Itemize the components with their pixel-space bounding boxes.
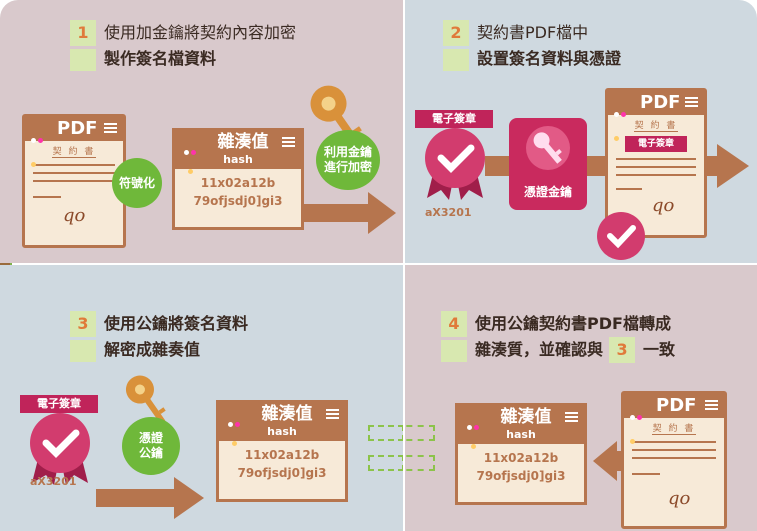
e-seal-label: 電子簽章 <box>20 395 98 413</box>
menu-icon <box>705 400 718 412</box>
pdf-document: PDF 契 約 書 qo <box>22 114 126 248</box>
menu-icon <box>565 412 578 424</box>
hash-title: 雜湊值 <box>217 132 269 152</box>
account-id: aX3201 <box>30 475 77 488</box>
certificate-key-box: 憑證金鑰 <box>509 118 587 210</box>
hash-sub: hash <box>223 153 253 166</box>
menu-icon <box>282 137 295 149</box>
hash-value-1: 11x02a12b <box>200 176 276 190</box>
step-4-line2a: 雜湊質，並確認與 <box>475 340 604 359</box>
window-dots-icon <box>464 415 484 449</box>
seal-badge-icon <box>30 413 90 485</box>
step-1-line1: 使用加金鑰將契約內容加密 <box>104 23 297 42</box>
step-2-title: 2 契約書PDF檔中 設置簽名資料與憑證 <box>443 20 621 72</box>
step-1-pad <box>70 48 96 71</box>
step-2-line1: 契約書PDF檔中 <box>477 23 589 42</box>
hash-title: 雜湊值 <box>261 404 313 424</box>
seal-badge-icon <box>425 128 485 200</box>
window-dots-icon <box>225 412 245 446</box>
step-4-ref-number: 3 <box>609 337 636 363</box>
step-3-pad <box>70 339 96 362</box>
account-id: aX3201 <box>425 206 472 219</box>
step-4-pad <box>441 339 467 362</box>
step-1-panel: 1 使用加金鑰將契約內容加密 製作簽名檔資料 PDF 契 約 書 qo 符號化 雜… <box>0 0 403 263</box>
equality-bar-top <box>368 425 403 441</box>
golden-key-icon <box>125 375 166 425</box>
hash-value-2: 79ofjsdj0]gi3 <box>476 469 566 483</box>
pdf-subtitle: 契 約 書 <box>634 118 678 132</box>
hash-value-2: 79ofjsdj0]gi3 <box>193 194 283 208</box>
step-1-number: 1 <box>70 20 96 46</box>
signed-pdf-document: PDF 契 約 書 電子簽章 qo <box>605 88 707 238</box>
e-seal-label: 電子簽章 <box>415 110 493 128</box>
menu-icon <box>685 97 698 109</box>
step-3-line1: 使用公鑰將簽名資料 <box>104 314 249 333</box>
step-2-number: 2 <box>443 20 469 46</box>
hash-value-1: 11x02a12b <box>483 451 559 465</box>
equality-bar-top-right <box>405 425 435 441</box>
signature-mark: qo <box>652 195 675 216</box>
q1-arrow <box>300 192 396 234</box>
encrypt-bubble: 利用金鑰 進行加密 <box>316 130 380 190</box>
equality-bar-bottom-right <box>405 455 435 471</box>
pdf-document: PDF 契 約 書 qo <box>621 391 727 529</box>
pdf-title: PDF <box>640 92 681 113</box>
menu-icon <box>104 123 117 135</box>
step-2-line2: 設置簽名資料與憑證 <box>477 49 622 68</box>
step-3-line2: 解密成雜奏值 <box>104 340 201 359</box>
pdf-subtitle: 契 約 書 <box>52 144 96 158</box>
step-2-panel: 2 契約書PDF檔中 設置簽名資料與憑證 電子簽章 aX3201 憑證金鑰 PDF… <box>405 0 757 263</box>
window-dots-icon <box>31 126 51 167</box>
step-4-number: 4 <box>441 311 467 337</box>
pdf-title: PDF <box>656 395 697 416</box>
hash-value-1: 11x02a12b <box>244 448 320 462</box>
signature-mark: qo <box>668 488 691 509</box>
public-key-bubble: 憑證 公鑰 <box>122 417 180 475</box>
window-dots-icon <box>630 403 650 444</box>
step-4-line1: 使用公鑰契約書PDF檔轉成 <box>475 314 671 333</box>
hash-sub: hash <box>506 428 536 441</box>
step-1-line2: 製作簽名檔資料 <box>104 49 217 68</box>
step-1-title: 1 使用加金鑰將契約內容加密 製作簽名檔資料 <box>70 20 296 72</box>
step-4-line2b: 一致 <box>643 340 676 359</box>
equality-bar-bottom <box>368 455 403 471</box>
step-3-number: 3 <box>70 311 96 337</box>
pdf-title: PDF <box>57 118 98 139</box>
seal-badge-small-icon <box>597 212 645 260</box>
step-4-title: 4 使用公鑰契約書PDF檔轉成 雜湊質，並確認與 3 一致 <box>441 311 675 363</box>
hash-value-2: 79ofjsdj0]gi3 <box>237 466 327 480</box>
step-2-pad <box>443 48 469 71</box>
e-seal-tag: 電子簽章 <box>625 136 687 152</box>
signature-mark: qo <box>63 205 86 226</box>
hash-title: 雜湊值 <box>500 407 552 427</box>
q3-arrow <box>96 477 204 519</box>
certificate-key-label: 憑證金鑰 <box>523 185 572 199</box>
pdf-subtitle: 契 約 書 <box>652 421 696 435</box>
window-dots-icon <box>614 100 634 141</box>
menu-icon <box>326 409 339 421</box>
step-3-title: 3 使用公鑰將簽名資料 解密成雜奏值 <box>70 311 248 363</box>
window-dots-icon <box>181 140 201 174</box>
hash-sub: hash <box>267 425 297 438</box>
key-icon <box>526 126 570 170</box>
symbolize-bubble: 符號化 <box>112 158 162 208</box>
